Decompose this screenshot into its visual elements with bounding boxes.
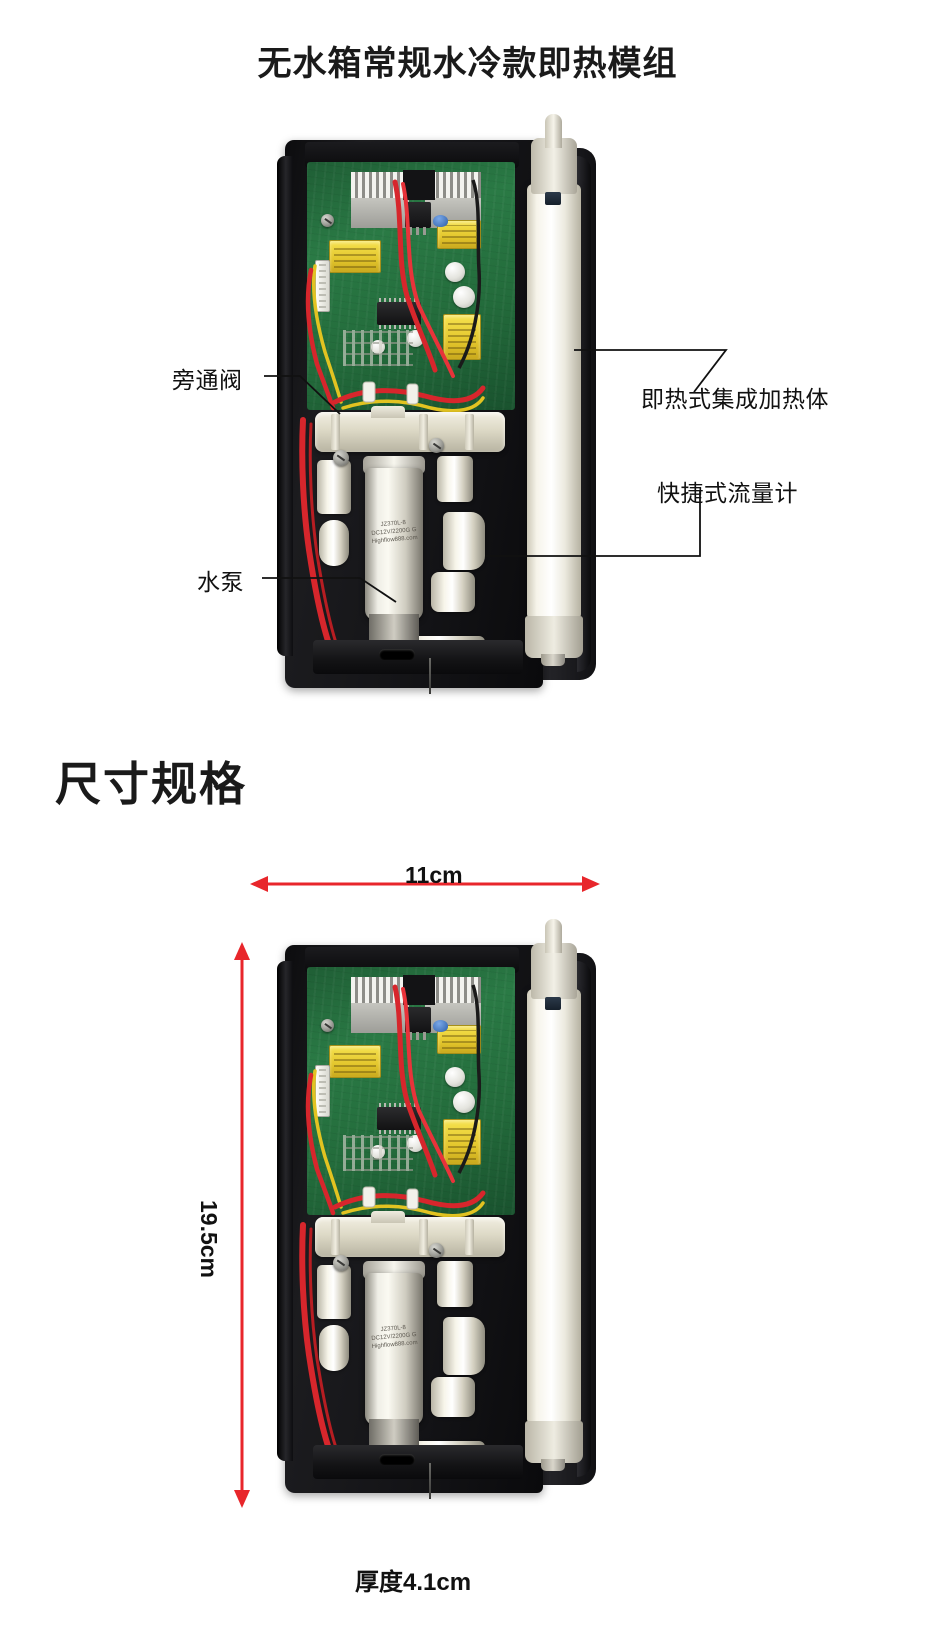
power-transistor xyxy=(405,202,431,235)
water-pump-body xyxy=(365,1273,423,1425)
callout-label-water-pump: 水泵 xyxy=(197,569,244,595)
fitting-right-top xyxy=(437,1261,473,1307)
wire-harness xyxy=(299,984,486,1453)
wire-connector xyxy=(315,1065,330,1117)
dimension-width-label: 11cm xyxy=(405,862,463,888)
heatsink-bridge xyxy=(403,170,435,200)
fitting-left-mid xyxy=(319,520,349,566)
wire-connector xyxy=(315,260,330,312)
wire-harness xyxy=(299,179,486,648)
heater-sensor-port xyxy=(545,997,561,1010)
pump-needle xyxy=(429,1463,431,1499)
flow-meter-fitting xyxy=(443,512,485,570)
chassis-screw-1 xyxy=(333,1255,349,1271)
heater-foot xyxy=(525,1421,583,1471)
fitting-right-top xyxy=(437,456,473,502)
dimension-height-label: 19.5cm xyxy=(196,1200,222,1279)
electrolytic-cap-2 xyxy=(453,286,475,308)
pump-spec-label: JZ370L-8 DC12V/2200G G Highflow888.com xyxy=(371,519,418,545)
chassis-screw-2 xyxy=(429,438,444,453)
heatsink-bridge xyxy=(403,975,435,1005)
flow-meter-fitting xyxy=(443,1317,485,1375)
instant-heater-tube xyxy=(527,184,581,620)
blue-capacitor xyxy=(433,1020,448,1032)
dimension-arrow-height xyxy=(234,942,250,1508)
pcb-screw-1 xyxy=(321,214,334,227)
chassis-left-lip xyxy=(277,961,293,1461)
dimension-thickness-label: 厚度4.1cm xyxy=(355,1569,472,1596)
product-photo-dimensions: JZ370L-8 DC12V/2200G G Highflow888.com xyxy=(277,919,617,1499)
callout-label-instant-heater: 即热式集成加热体 xyxy=(641,386,829,412)
section-heading-dimensions: 尺寸规格 xyxy=(55,758,247,810)
bottom-bracket xyxy=(313,640,523,674)
bypass-valve-manifold xyxy=(315,1211,505,1257)
smd-component-area xyxy=(343,330,413,366)
pump-spec-label: JZ370L-8 DC12V/2200G G Highflow888.com xyxy=(371,1324,418,1350)
flow-meter-body xyxy=(431,1377,475,1417)
heater-foot xyxy=(525,616,583,666)
page-title: 无水箱常规水冷款即热模组 xyxy=(257,45,678,83)
instant-heater-tube xyxy=(527,989,581,1425)
electrolytic-cap-1 xyxy=(445,1067,465,1087)
blue-capacitor xyxy=(433,215,448,227)
fitting-left-top xyxy=(317,1265,351,1319)
pump-needle xyxy=(429,658,431,694)
pcb-screw-1 xyxy=(321,1019,334,1032)
callout-label-flow-meter: 快捷式流量计 xyxy=(657,480,798,506)
product-photo-primary: JZ370L-8 DC12V/2200G G Highflow888.com xyxy=(277,114,617,694)
electrolytic-cap-1 xyxy=(445,262,465,282)
yellow-transformer-1 xyxy=(329,240,381,273)
fitting-left-mid xyxy=(319,1325,349,1371)
smd-component-area xyxy=(343,1135,413,1171)
bypass-valve-manifold xyxy=(315,406,505,452)
heater-inlet-nipple xyxy=(545,114,562,148)
chassis-screw-1 xyxy=(333,450,349,466)
fitting-left-top xyxy=(317,460,351,514)
heater-sensor-port xyxy=(545,192,561,205)
flow-meter-body xyxy=(431,572,475,612)
chassis-screw-2 xyxy=(429,1243,444,1258)
heater-inlet-nipple xyxy=(545,919,562,953)
yellow-transformer-1 xyxy=(329,1045,381,1078)
callout-label-bypass-valve: 旁通阀 xyxy=(172,367,243,393)
bottom-bracket xyxy=(313,1445,523,1479)
electrolytic-cap-2 xyxy=(453,1091,475,1113)
control-pcb xyxy=(307,162,515,410)
